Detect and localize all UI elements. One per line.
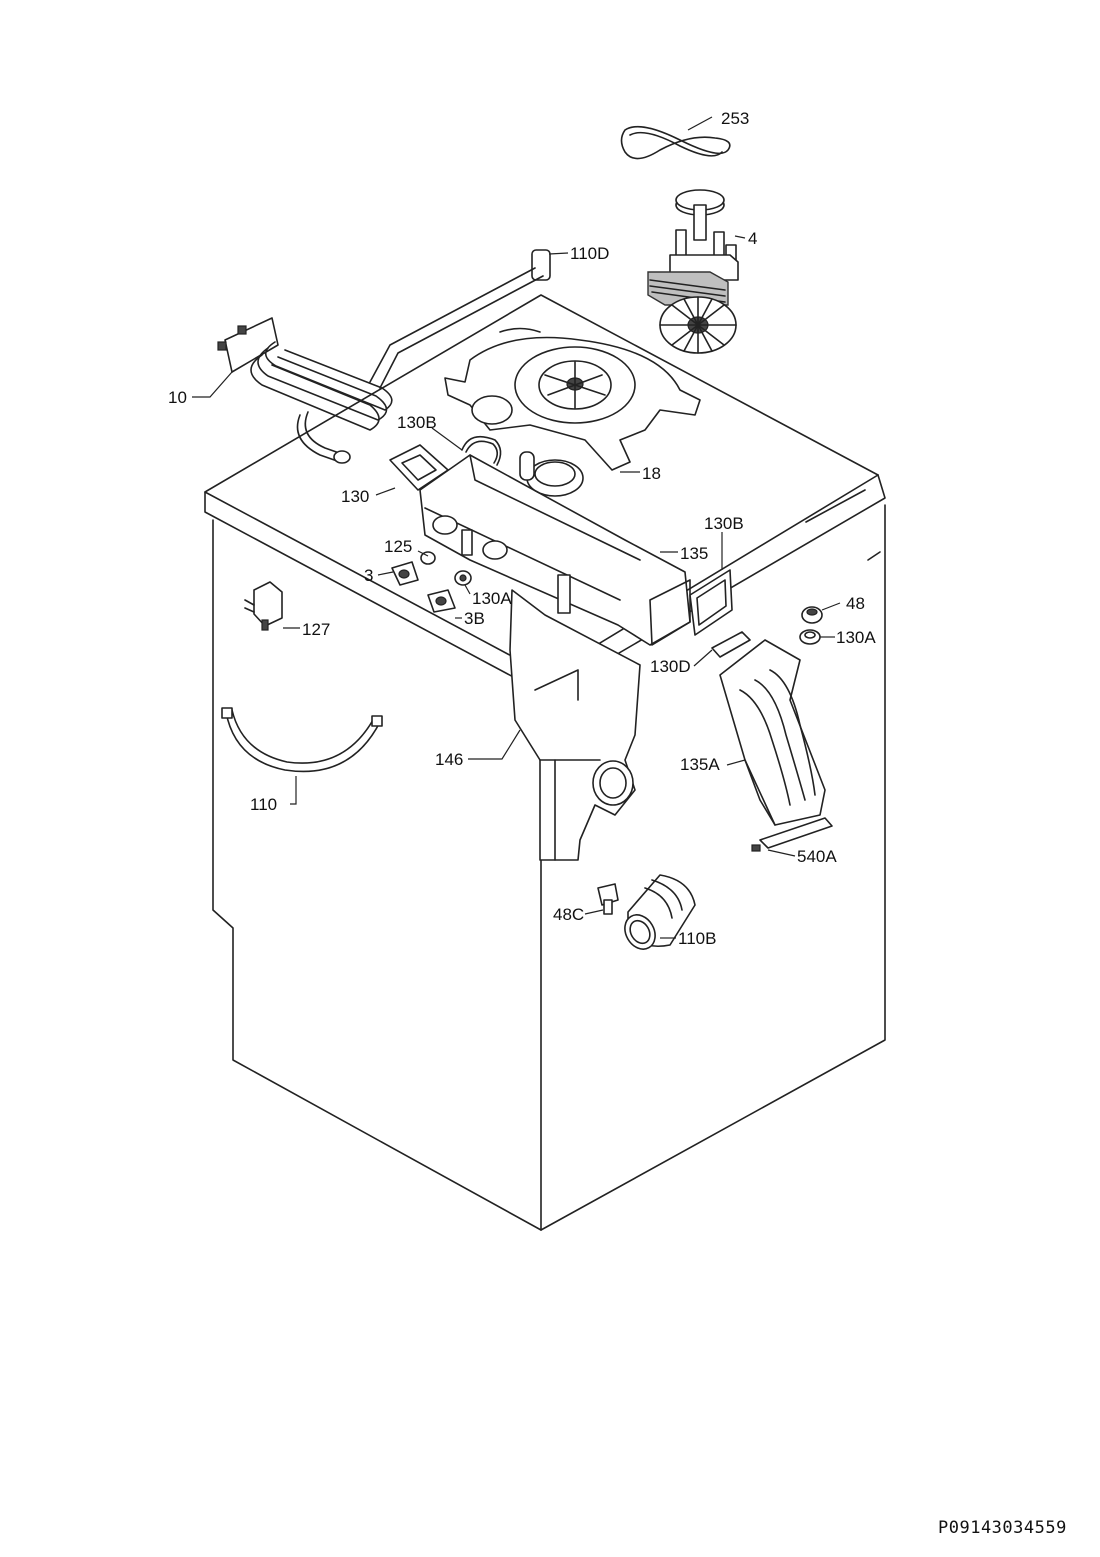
- leader-lines: [192, 116, 841, 939]
- part-110-hose: [221, 707, 383, 773]
- part-540A-seal: [751, 817, 833, 852]
- label-253: 253: [721, 109, 749, 128]
- part-135-air-duct: [419, 451, 691, 646]
- part-130D-gasket: [711, 631, 751, 658]
- part-110D-tube: [369, 249, 551, 389]
- part-146-condenser-duct: [509, 589, 641, 861]
- label-130D: 130D: [650, 657, 691, 676]
- part-130B-top-seal-ring: [461, 435, 502, 466]
- part-10-heating-element: [217, 317, 393, 464]
- label-130B-top: 130B: [397, 413, 437, 432]
- part-4-fan-motor: [647, 189, 739, 354]
- part-3B-thermostat: [427, 589, 456, 613]
- label-125: 125: [384, 537, 412, 556]
- label-127: 127: [302, 620, 330, 639]
- part-130A-right-seal: [799, 629, 821, 645]
- label-110D: 110D: [570, 244, 609, 263]
- part-110B-bellows-sleeve: [624, 874, 696, 950]
- label-146: 146: [435, 750, 463, 769]
- part-125-oring: [420, 551, 436, 565]
- label-110B: 110B: [678, 929, 716, 948]
- part-3-thermostat: [391, 561, 419, 586]
- label-540A: 540A: [797, 847, 837, 866]
- part-18-fan-housing: [444, 327, 701, 471]
- label-110: 110: [250, 795, 277, 814]
- label-135A: 135A: [680, 755, 720, 774]
- label-130A-left: 130A: [472, 589, 512, 608]
- part-253-drive-belt: [620, 125, 731, 160]
- label-130B-right: 130B: [704, 514, 744, 533]
- label-3: 3: [364, 566, 373, 585]
- part-48-plug: [801, 606, 823, 624]
- label-10: 10: [168, 388, 187, 407]
- label-48: 48: [846, 594, 865, 613]
- label-4: 4: [748, 229, 757, 248]
- label-130: 130: [341, 487, 369, 506]
- label-3B: 3B: [464, 609, 485, 628]
- label-130A-right: 130A: [836, 628, 876, 647]
- part-48C-screw: [597, 883, 619, 915]
- label-135: 135: [680, 544, 708, 563]
- part-135A-condenser-cover: [719, 639, 826, 826]
- label-48C: 48C: [553, 905, 584, 924]
- part-127-switch: [244, 581, 283, 631]
- part-130A-left-seal: [454, 570, 472, 586]
- part-labels: 253 4 110D 10 130B 18 130 130B 135 125 3…: [168, 109, 876, 948]
- reference-code: P09143034559: [938, 1518, 1067, 1538]
- label-18: 18: [642, 464, 661, 483]
- part-130B-duct-gasket: [689, 569, 733, 636]
